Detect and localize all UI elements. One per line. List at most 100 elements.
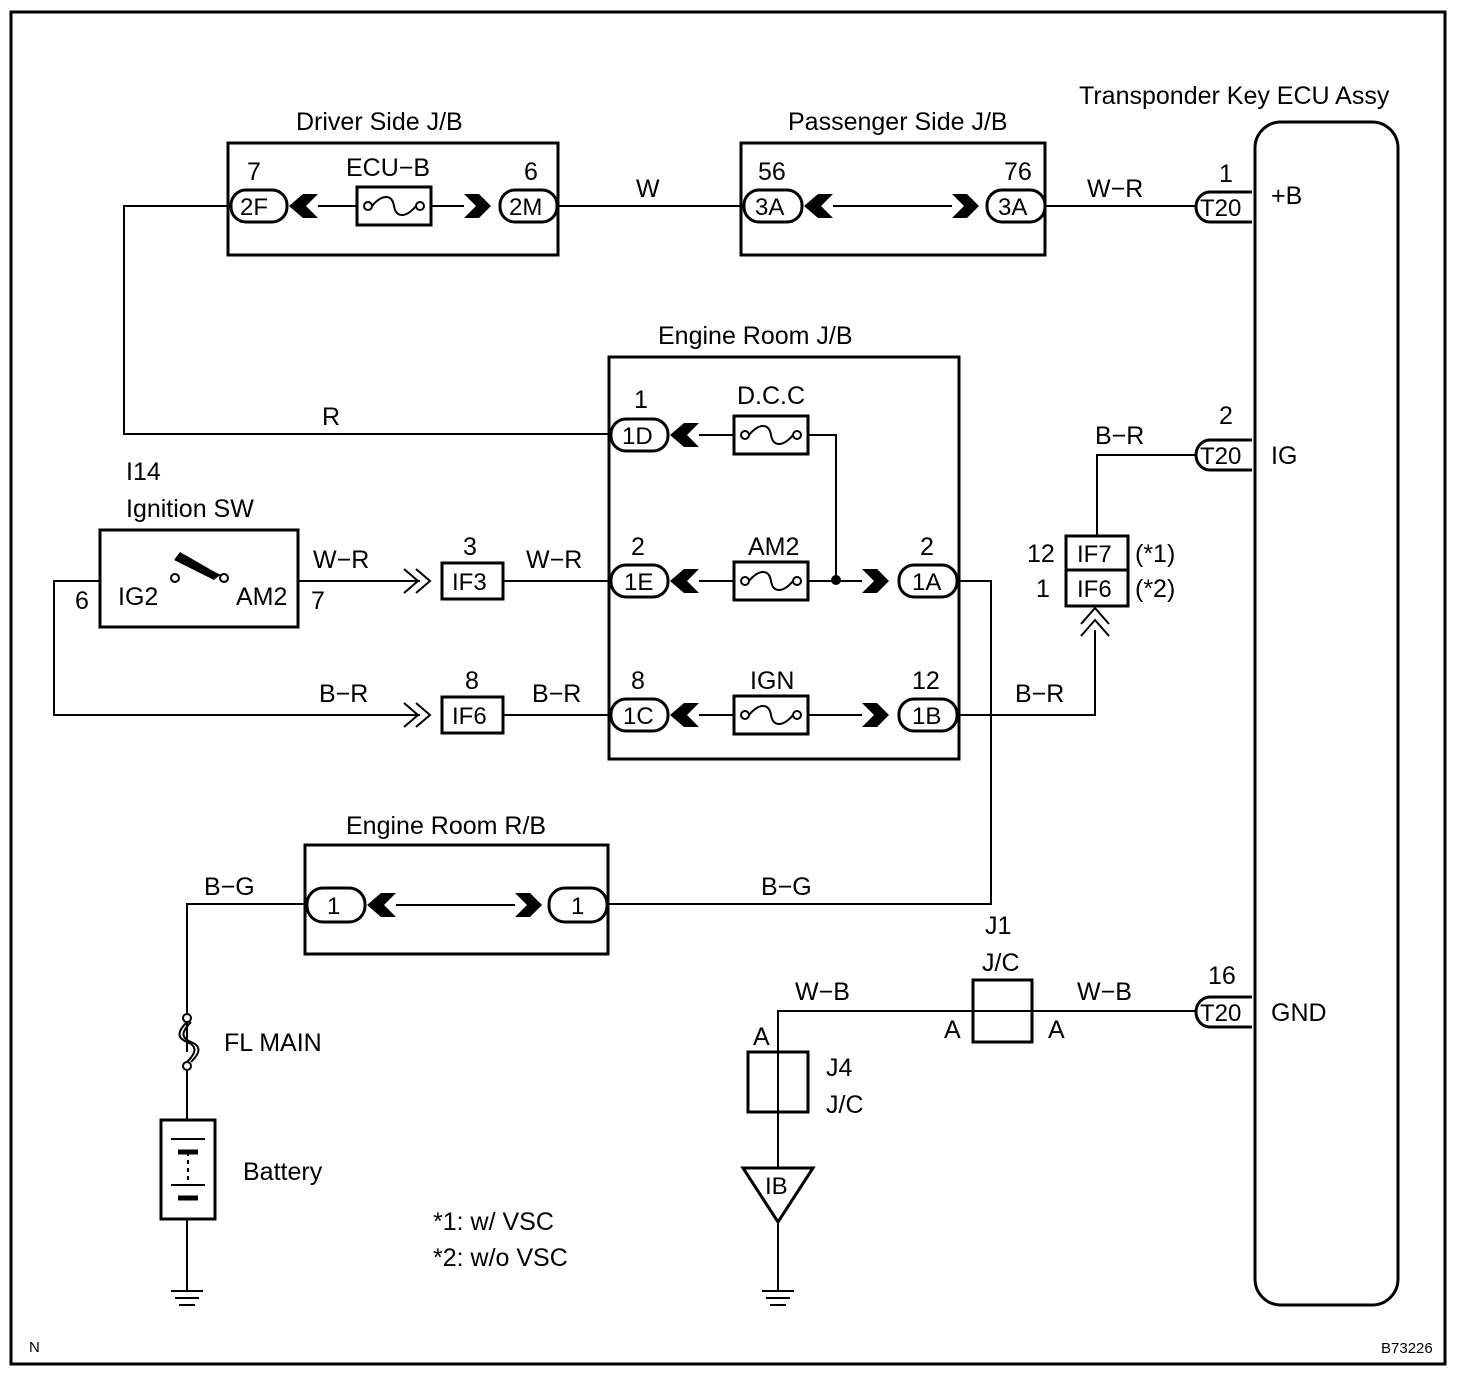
engine-rb-title: Engine Room R/B [346, 812, 546, 840]
ecu-pin-ig-num: 2 [1219, 402, 1233, 430]
ecu-box [1253, 120, 1400, 1307]
ecu-pin-b-label: +B [1271, 182, 1302, 210]
wire-b-g-left [186, 903, 307, 1052]
wire-b-r-ecu [957, 630, 1096, 716]
j1-type: J/C [982, 949, 1020, 977]
wire-b-g-right-label: B−G [761, 873, 812, 901]
connector-IF3-label: IF3 [452, 569, 487, 596]
ground-point-ib [740, 1166, 816, 1225]
ground-battery-icon [171, 1290, 203, 1306]
terminal-2M-icon [464, 194, 491, 218]
ignition-switch-icon [170, 552, 229, 583]
engine-jb-1c-num: 8 [631, 667, 645, 695]
fuse-ign-label: IGN [750, 667, 794, 695]
note-1: *1: w/ VSC [433, 1208, 554, 1236]
wire-b-r-ig-label: B−R [1095, 422, 1144, 450]
if6-arrow-1 [403, 702, 420, 728]
wire-b-r-if6-label: B−R [532, 680, 581, 708]
wire-w-label: W [636, 175, 660, 203]
connector-IF7-label: IF7 [1077, 541, 1112, 568]
connector-IF6-stack-label: IF6 [1077, 576, 1112, 603]
wire-dcc-feed [808, 434, 837, 580]
if3-arrow-1 [403, 568, 420, 594]
wire-b-g-left-label: B−G [204, 873, 255, 901]
connector-3A-left-label: 3A [755, 194, 784, 221]
terminal-1E-icon [670, 569, 699, 593]
note-2: *2: w/o VSC [433, 1244, 568, 1272]
connector-IF6-stack-note: (*2) [1135, 575, 1175, 603]
connector-IF6-stack [1064, 568, 1130, 608]
j4-type: J/C [826, 1091, 864, 1119]
j1-left-pin: A [944, 1016, 961, 1044]
connector-IF7-note: (*1) [1135, 540, 1175, 568]
wire-b-r-ig [1096, 454, 1196, 536]
wire-r [123, 205, 610, 435]
ignition-code: I14 [126, 458, 161, 486]
driver-jb-box [226, 141, 560, 257]
connector-3A-left [742, 188, 804, 224]
connector-1E-label: 1E [624, 569, 653, 596]
j4-code: J4 [826, 1054, 853, 1082]
terminal-1D-icon [670, 423, 699, 447]
connector-2F [229, 188, 289, 224]
connector-IF7-num: 12 [1027, 540, 1055, 568]
ignition-switch-box [98, 528, 300, 629]
engine-jb-title: Engine Room J/B [658, 322, 853, 350]
wire-b-r-ign-label: B−R [319, 680, 368, 708]
engine-jb-1b-num: 12 [912, 667, 940, 695]
engine-jb-1d-num: 1 [634, 386, 648, 414]
ignition-pin-6: 6 [75, 587, 89, 615]
ecu-pin-gnd-label: GND [1271, 999, 1327, 1027]
wire-w-b-ecu-label: W−B [1077, 978, 1132, 1006]
if-stack-arrow-1 [1080, 618, 1110, 637]
engine-rb-box [303, 843, 610, 956]
connector-IF6 [440, 695, 505, 735]
connector-1C-label: 1C [623, 703, 654, 730]
terminal-3A-left-icon [804, 194, 833, 218]
battery-icon [171, 1138, 205, 1201]
connector-3A-right-label: 3A [998, 194, 1027, 221]
driver-jb-title: Driver Side J/B [296, 108, 463, 136]
wire-w-b-j4 [777, 1010, 973, 1052]
ecu-conn-ig [1194, 438, 1252, 472]
terminal-3A-right-icon [952, 194, 979, 218]
fuse-ecu-b-icon [363, 196, 425, 216]
battery-box [159, 1118, 217, 1221]
ecu-conn-gnd-label: T20 [1200, 1000, 1241, 1027]
driver-jb-left-num: 7 [247, 158, 261, 186]
wire-w-b-j4-label: W−B [795, 978, 850, 1006]
j1-code: J1 [985, 912, 1011, 940]
fl-main-label: FL MAIN [224, 1029, 322, 1057]
ecu-conn-b [1194, 190, 1252, 224]
ignition-pin-7: 7 [311, 587, 325, 615]
ecu-conn-b-label: T20 [1200, 195, 1241, 222]
connector-1B-label: 1B [912, 703, 941, 730]
engine-jb-box [607, 355, 961, 761]
connector-IF6-stack-num: 1 [1036, 575, 1050, 603]
ignition-title: Ignition SW [126, 495, 254, 523]
passenger-jb-title: Passenger Side J/B [788, 108, 1008, 136]
battery-label: Battery [243, 1158, 323, 1186]
fuse-dcc-icon [740, 425, 802, 445]
connector-1D [609, 417, 670, 453]
ecu-conn-gnd [1194, 995, 1252, 1029]
engine-jb-1e-num: 2 [631, 533, 645, 561]
connector-1D-label: 1D [622, 423, 653, 450]
connector-1A-label: 1A [912, 569, 941, 596]
fusible-link-icon [178, 1013, 200, 1071]
engine-jb-1a-num: 2 [920, 533, 934, 561]
ignition-am2-label: AM2 [236, 583, 287, 611]
connector-IF6-num: 8 [465, 667, 479, 695]
ecu-title: Transponder Key ECU Assy [1079, 82, 1390, 110]
connector-rb-right [547, 886, 609, 924]
ecu-pin-gnd-num: 16 [1208, 962, 1236, 990]
fuse-ign-icon [740, 705, 802, 725]
page-code-right: B73226 [1381, 1340, 1433, 1357]
fuse-am2-icon [740, 571, 802, 591]
if6-arrow-2 [415, 702, 432, 728]
terminal-1C-icon [670, 703, 699, 727]
junction-dot [831, 575, 841, 585]
if3-arrow-2 [415, 568, 432, 594]
wire-b-r-ecu-label: B−R [1015, 680, 1064, 708]
